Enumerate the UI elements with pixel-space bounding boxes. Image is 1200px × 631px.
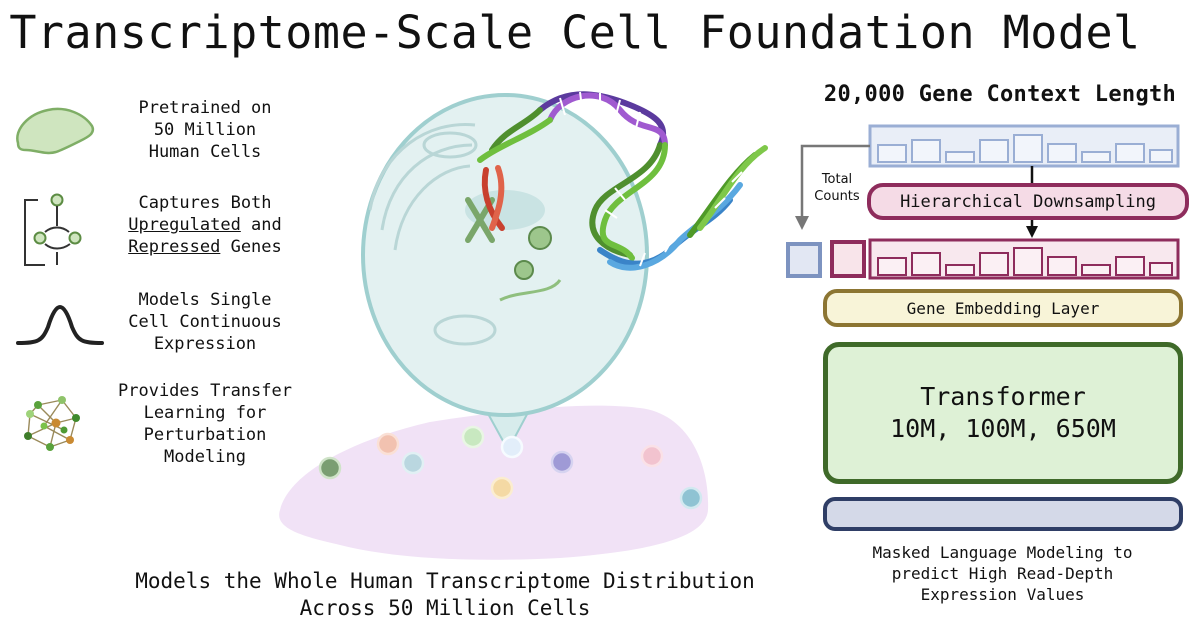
transformer-label: Transformer: [920, 382, 1086, 411]
downsampled-count-token: [830, 240, 866, 278]
feature-continuous: Models Single Cell Continuous Expression: [128, 290, 282, 354]
dna-helix-icon: [477, 91, 768, 271]
perturbation-network-icon: [24, 396, 80, 451]
regulation-network-icon: [24, 193, 82, 266]
transformer-block: Transformer 10M, 100M, 650M: [823, 342, 1183, 484]
tissue-cells: [318, 425, 703, 510]
feature-transfer-learning: Provides Transfer Learning for Perturbat…: [118, 381, 292, 467]
hierarchical-downsampling-block: Hierarchical Downsampling: [867, 183, 1189, 220]
transformer-sizes: 10M, 100M, 650M: [890, 414, 1116, 443]
context-length-title: 20,000 Gene Context Length: [823, 82, 1177, 107]
feature-pretrained: Pretrained on 50 Million Human Cells: [138, 98, 272, 162]
total-count-token: [786, 242, 822, 278]
page-title: Transcriptome-Scale Cell Foundation Mode…: [9, 6, 1141, 59]
magnified-cell: [361, 93, 649, 417]
feature-icons: [16, 107, 104, 451]
organelles: [368, 122, 497, 346]
distribution-caption: Models the Whole Human Transcriptome Dis…: [135, 569, 755, 620]
mlm-caption: Masked Language Modeling to predict High…: [872, 543, 1133, 604]
dna-rungs: [559, 91, 743, 267]
gene-embedding-layer-block: Gene Embedding Layer: [823, 289, 1183, 327]
output-layer-block: [823, 497, 1183, 531]
bell-curve-icon: [16, 304, 104, 345]
feature-regulation: Captures Both Upregulated and Repressed …: [128, 193, 282, 257]
cell-blob-icon: [16, 107, 95, 155]
total-counts-label: Total Counts: [814, 172, 860, 204]
cell-illustration: [279, 91, 768, 560]
